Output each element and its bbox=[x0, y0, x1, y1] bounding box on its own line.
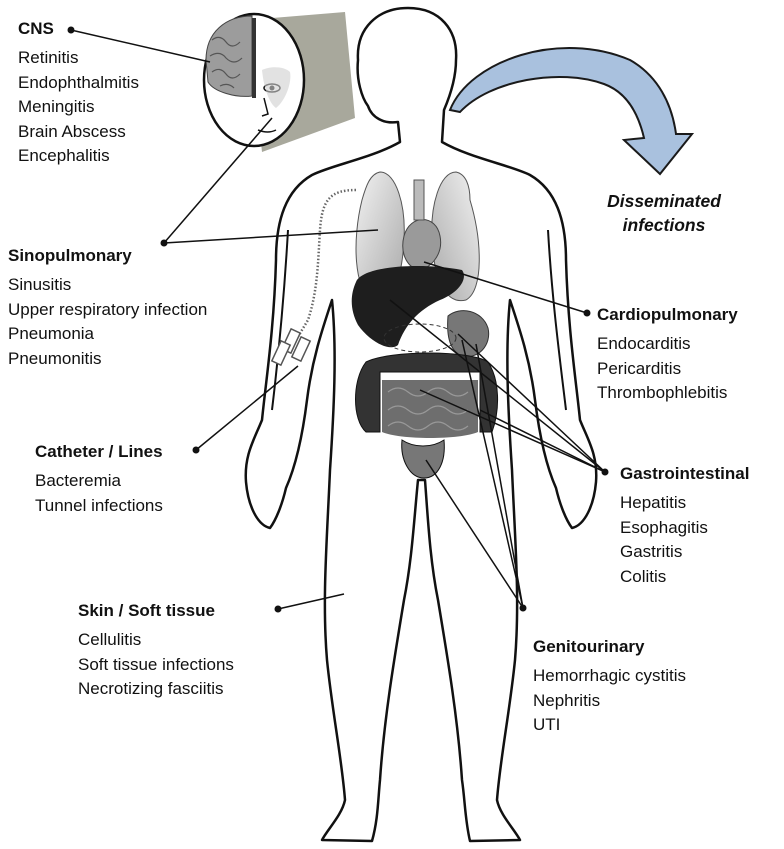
leader-gi-bowel bbox=[480, 410, 605, 472]
leader-gu-kidney2 bbox=[476, 344, 523, 608]
list-item: Soft tissue infections bbox=[78, 653, 234, 678]
list-item: Esophagitis bbox=[620, 516, 749, 541]
stomach-organ bbox=[448, 311, 489, 357]
group-sinopulmonary: Sinopulmonary Sinusitis Upper respirator… bbox=[8, 245, 207, 371]
trachea-organ bbox=[414, 180, 424, 220]
list-item: Nephritis bbox=[533, 689, 686, 714]
dot-gi bbox=[602, 469, 609, 476]
group-title: CNS bbox=[18, 18, 139, 40]
dissemination-arrow bbox=[450, 48, 692, 174]
group-title: Sinopulmonary bbox=[8, 245, 207, 267]
leader-gu-bladder bbox=[426, 460, 523, 608]
arm-inner-left bbox=[272, 230, 288, 410]
dot-cardio bbox=[584, 310, 591, 317]
group-title: Skin / Soft tissue bbox=[78, 600, 234, 622]
list-item: Upper respiratory infection bbox=[8, 298, 207, 323]
list-item: Pericarditis bbox=[597, 357, 738, 382]
dissemination-label-line: Disseminated bbox=[584, 189, 744, 213]
list-item: Brain Abscess bbox=[18, 120, 139, 145]
list-item: Cellulitis bbox=[78, 628, 234, 653]
group-items: Bacteremia Tunnel infections bbox=[35, 469, 163, 518]
group-items: Retinitis Endophthalmitis Meningitis Bra… bbox=[18, 46, 139, 169]
group-items: Endocarditis Pericarditis Thrombophlebit… bbox=[597, 332, 738, 406]
arm-inner-right bbox=[548, 230, 566, 410]
catheter-connectors bbox=[272, 329, 310, 365]
group-cns: CNS Retinitis Endophthalmitis Meningitis… bbox=[18, 18, 139, 169]
list-item: Tunnel infections bbox=[35, 494, 163, 519]
group-catheter: Catheter / Lines Bacteremia Tunnel infec… bbox=[35, 441, 163, 518]
group-items: Hepatitis Esophagitis Gastritis Colitis bbox=[620, 491, 749, 589]
group-items: Cellulitis Soft tissue infections Necrot… bbox=[78, 628, 234, 702]
dot-catheter bbox=[193, 447, 200, 454]
list-item: Meningitis bbox=[18, 95, 139, 120]
list-item: Endocarditis bbox=[597, 332, 738, 357]
dot-gu bbox=[520, 605, 527, 612]
group-genitourinary: Genitourinary Hemorrhagic cystitis Nephr… bbox=[533, 636, 686, 738]
leader-sino-lung bbox=[164, 230, 378, 243]
group-cardiopulmonary: Cardiopulmonary Endocarditis Pericarditi… bbox=[597, 304, 738, 406]
list-item: Pneumonitis bbox=[8, 347, 207, 372]
list-item: Hemorrhagic cystitis bbox=[533, 664, 686, 689]
group-skin: Skin / Soft tissue Cellulitis Soft tissu… bbox=[78, 600, 234, 702]
list-item: Colitis bbox=[620, 565, 749, 590]
list-item: Retinitis bbox=[18, 46, 139, 71]
leader-sino-head bbox=[164, 118, 272, 243]
list-item: Gastritis bbox=[620, 540, 749, 565]
dissemination-label-line: infections bbox=[584, 213, 744, 237]
leader-catheter bbox=[196, 366, 298, 450]
group-title: Gastrointestinal bbox=[620, 463, 749, 485]
group-gastrointestinal: Gastrointestinal Hepatitis Esophagitis G… bbox=[620, 463, 749, 589]
brain-half-divider bbox=[252, 18, 256, 98]
list-item: Bacteremia bbox=[35, 469, 163, 494]
group-items: Sinusitis Upper respiratory infection Pn… bbox=[8, 273, 207, 371]
list-item: Encephalitis bbox=[18, 144, 139, 169]
liver-organ bbox=[352, 266, 464, 347]
group-title: Cardiopulmonary bbox=[597, 304, 738, 326]
group-items: Hemorrhagic cystitis Nephritis UTI bbox=[533, 664, 686, 738]
list-item: Endophthalmitis bbox=[18, 71, 139, 96]
list-item: Necrotizing fasciitis bbox=[78, 677, 234, 702]
list-item: Sinusitis bbox=[8, 273, 207, 298]
list-item: Hepatitis bbox=[620, 491, 749, 516]
dissemination-label: Disseminated infections bbox=[584, 189, 744, 237]
group-title: Catheter / Lines bbox=[35, 441, 163, 463]
leader-skin bbox=[278, 594, 344, 609]
group-title: Genitourinary bbox=[533, 636, 686, 658]
bladder-organ bbox=[402, 440, 445, 478]
list-item: Thrombophlebitis bbox=[597, 381, 738, 406]
head-inset bbox=[204, 14, 304, 146]
list-item: UTI bbox=[533, 713, 686, 738]
dot-skin bbox=[275, 606, 282, 613]
list-item: Pneumonia bbox=[8, 322, 207, 347]
